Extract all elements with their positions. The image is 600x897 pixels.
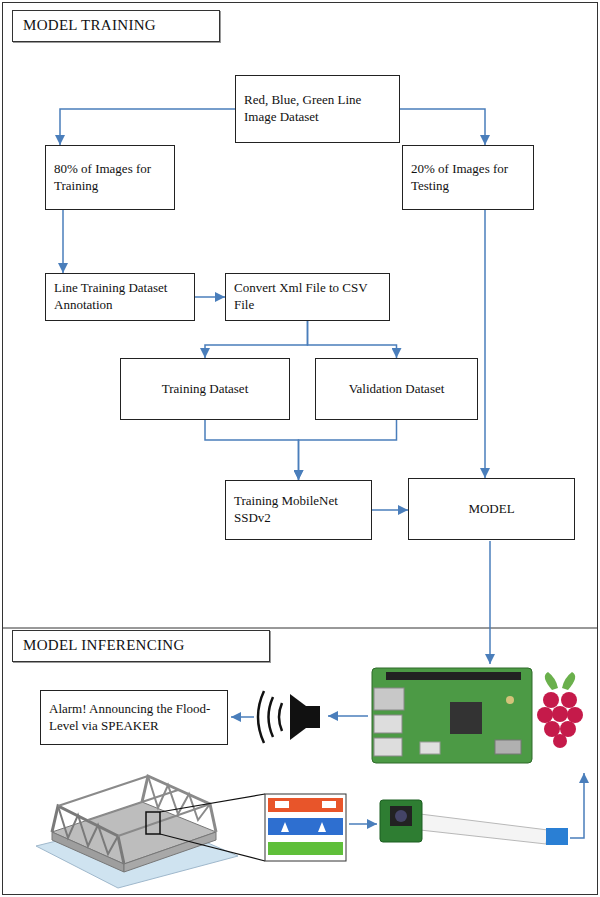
box-label: Line Training Dataset Annotation <box>54 280 186 314</box>
berry <box>537 707 553 723</box>
speaker-cone <box>290 694 306 740</box>
flow-arrow <box>205 321 308 358</box>
flow-arrow <box>195 296 225 298</box>
box-label: MODEL <box>417 501 566 518</box>
camera-housing <box>390 806 412 826</box>
ribbon-connector <box>546 828 568 845</box>
flow-arrow <box>489 541 491 664</box>
flow-arrow <box>570 773 584 838</box>
pcb <box>372 668 532 763</box>
process-box: Training Dataset <box>120 358 290 420</box>
process-box: Validation Dataset <box>315 358 478 420</box>
mount-hole <box>506 696 514 704</box>
flow-arrow <box>205 420 299 480</box>
connector <box>495 740 521 754</box>
processor-chip <box>450 702 482 734</box>
top-beam <box>88 790 178 820</box>
top-beam <box>118 804 210 836</box>
section-divider <box>3 628 598 629</box>
flow-arrow <box>328 715 368 717</box>
flow-arrow <box>372 509 408 511</box>
box-label: 20% of Images for Testing <box>411 161 525 195</box>
raspberry-pi-board <box>372 668 532 763</box>
box-label: Training Dataset <box>129 381 281 398</box>
process-box: 80% of Images for Training <box>45 145 175 210</box>
red-line <box>268 798 343 812</box>
usb-port <box>374 738 402 756</box>
frame <box>3 3 598 895</box>
process-box: Convert Xml File to CSV File <box>225 273 390 321</box>
process-box: Alarm! Announcing the Flood-Level via SP… <box>40 690 228 745</box>
box-label: Validation Dataset <box>324 381 469 398</box>
process-box: MODEL <box>408 478 575 540</box>
ethernet-port <box>374 688 404 710</box>
process-box: Line Training Dataset Annotation <box>45 273 195 321</box>
flow-arrow <box>231 716 254 718</box>
box-label: Alarm! Announcing the Flood-Level via SP… <box>49 701 219 735</box>
speaker-body <box>306 706 320 728</box>
bridge-model <box>36 776 265 888</box>
camera-module <box>380 800 568 845</box>
zoom-line <box>160 794 265 812</box>
leaf <box>545 672 558 690</box>
ribbon-cable <box>420 814 548 844</box>
flow-arrow <box>400 109 485 145</box>
berry <box>543 692 559 708</box>
front-truss <box>52 806 124 864</box>
zoom-region <box>146 812 160 834</box>
process-box: Training MobileNet SSDv2 <box>225 480 372 540</box>
bridge-side <box>124 832 216 872</box>
camera-lens <box>395 810 407 822</box>
top-beam <box>58 776 148 806</box>
flow-arrow <box>60 109 235 145</box>
zoom-line <box>160 834 265 861</box>
berry <box>552 706 568 722</box>
marker <box>318 822 326 832</box>
bridge-side <box>52 832 124 872</box>
marker <box>281 822 289 832</box>
section-title: MODEL INFERENCING <box>23 636 259 656</box>
green-line <box>268 842 343 855</box>
bridge-deck <box>52 802 216 864</box>
flow-arrow <box>349 823 377 825</box>
process-box: Red, Blue, Green Line Image Dataset <box>235 75 400 143</box>
connector <box>420 742 440 754</box>
section-label: MODEL INFERENCING <box>12 630 270 662</box>
marker <box>275 801 289 808</box>
process-box: 20% of Images for Testing <box>402 145 534 210</box>
detail-frame <box>265 794 346 861</box>
usb-port <box>374 715 402 733</box>
speaker-icon <box>258 691 320 743</box>
leaf <box>562 672 575 690</box>
gpio-header <box>386 672 521 680</box>
section-title: MODEL TRAINING <box>23 16 209 36</box>
flow-arrow <box>484 210 486 478</box>
box-label: Red, Blue, Green Line Image Dataset <box>244 92 391 126</box>
truss-diagonal <box>148 776 210 820</box>
sound-wave <box>258 691 264 743</box>
flow-arrow <box>62 210 64 273</box>
berry <box>567 707 583 723</box>
marker <box>322 801 336 808</box>
berry <box>561 692 577 708</box>
flow-arrow <box>299 420 397 480</box>
raspberry-logo <box>537 672 583 748</box>
section-label: MODEL TRAINING <box>12 10 220 42</box>
sound-wave <box>269 697 274 737</box>
level-lines-detail <box>265 794 346 861</box>
blue-line <box>268 818 343 835</box>
box-label: Convert Xml File to CSV File <box>234 280 381 314</box>
box-label: Training MobileNet SSDv2 <box>234 493 363 527</box>
box-label: 80% of Images for Training <box>54 161 166 195</box>
flow-arrow <box>308 321 397 358</box>
sound-wave <box>279 703 282 731</box>
berry <box>553 734 567 748</box>
camera-board <box>380 800 422 842</box>
